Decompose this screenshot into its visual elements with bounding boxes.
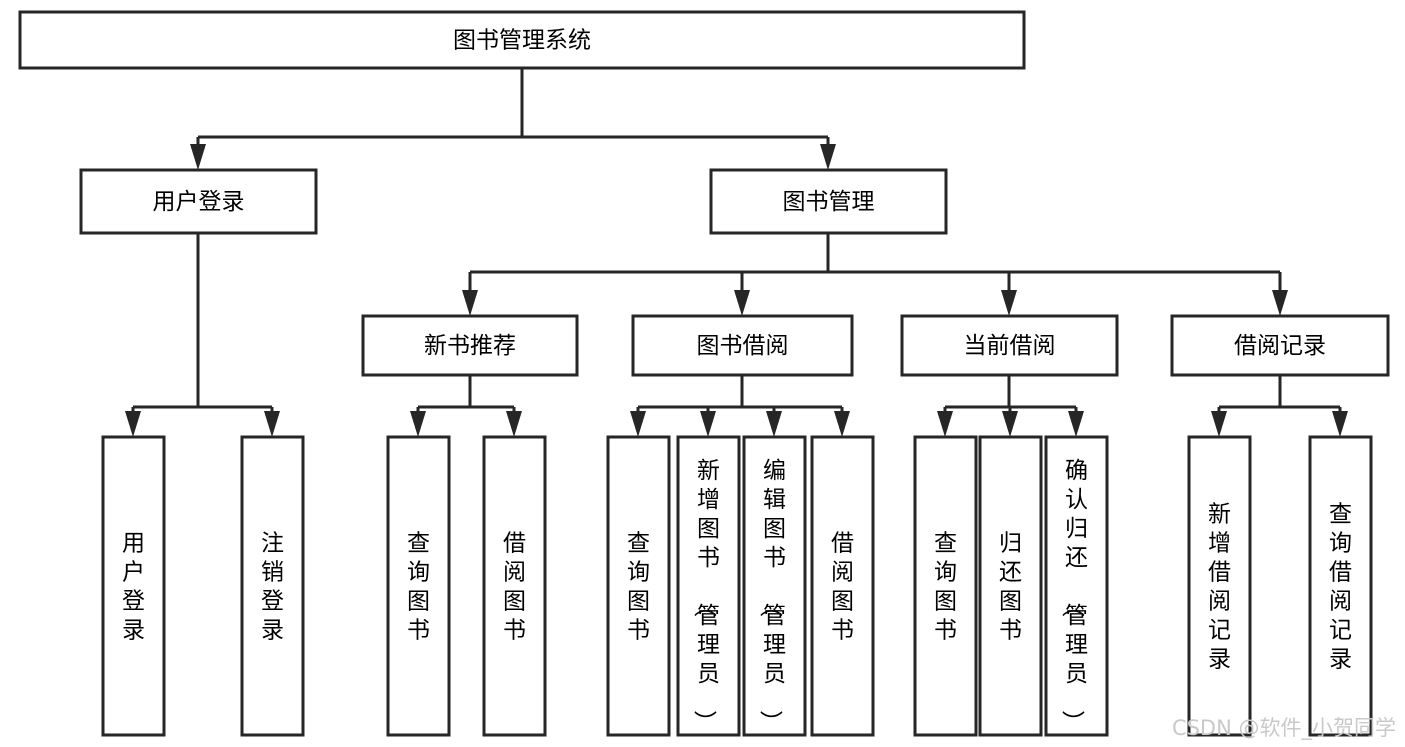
node-box[interactable]	[900, 314, 1119, 377]
node-box[interactable]	[386, 435, 451, 737]
arrow-head-icon	[937, 411, 953, 437]
arrow-head-icon	[410, 411, 426, 437]
arrow-head-icon	[734, 290, 750, 316]
arrow-head-icon	[630, 411, 646, 437]
leaf-node-归还图书[interactable]: 归还图书	[978, 435, 1043, 737]
arrow-head-icon	[1332, 411, 1348, 437]
level3-node-借阅记录[interactable]: 借阅记录	[1170, 314, 1390, 377]
arrow-head-icon	[820, 144, 836, 170]
node-label: 查询图书	[627, 531, 650, 644]
connector-group-current-bus	[937, 375, 1084, 437]
arrow-head-icon	[506, 411, 522, 437]
node-label: 借阅记录	[1234, 333, 1326, 359]
leaf-node-查询图书[interactable]: 查询图书	[913, 435, 978, 737]
node-box[interactable]	[631, 314, 854, 377]
arrow-head-icon	[834, 411, 850, 437]
node-label: 当前借阅	[964, 333, 1056, 359]
leaf-node-借阅图书[interactable]: 借阅图书	[482, 435, 547, 737]
node-label: 确认归还（管理员）	[1059, 458, 1088, 733]
level3-node-图书借阅[interactable]: 图书借阅	[631, 314, 854, 377]
node-box[interactable]	[482, 435, 547, 737]
node-label: 借阅图书	[503, 531, 526, 644]
node-label: 新书推荐	[424, 333, 516, 359]
leaf-node-查询图书[interactable]: 查询图书	[386, 435, 451, 737]
node-label: 注销登录	[261, 531, 284, 644]
root-node-图书管理系统[interactable]: 图书管理系统	[18, 10, 1026, 70]
node-label: 查询图书	[934, 531, 957, 644]
arrow-head-icon	[1211, 411, 1227, 437]
node-label: 用户登录	[153, 189, 245, 215]
arrow-head-icon	[700, 411, 716, 437]
csdn-watermark: CSDN @软件_小贺同学	[1172, 716, 1396, 741]
leaf-node-借阅图书[interactable]: 借阅图书	[810, 435, 875, 737]
node-label: 图书管理系统	[453, 28, 591, 54]
node-box[interactable]	[240, 435, 305, 737]
level2-node-图书管理[interactable]: 图书管理	[709, 168, 948, 235]
connector-group-newbook-bus	[410, 375, 522, 437]
node-box[interactable]	[742, 435, 807, 737]
arrow-head-icon	[264, 411, 280, 437]
node-box[interactable]	[1044, 435, 1109, 737]
connector-layer	[125, 68, 1348, 437]
leaf-node-注销登录[interactable]: 注销登录	[240, 435, 305, 737]
arrow-head-icon	[1272, 290, 1288, 316]
node-label: 新增图书（管理员）	[691, 458, 720, 733]
connector-group-books-bus	[462, 233, 1288, 316]
arrow-head-icon	[1068, 411, 1084, 437]
level3-node-新书推荐[interactable]: 新书推荐	[361, 314, 579, 377]
connector-group-login-bus	[125, 233, 280, 437]
node-label: 借阅图书	[831, 531, 854, 644]
node-box[interactable]	[913, 435, 978, 737]
node-box[interactable]	[18, 10, 1026, 70]
leaf-node-查询借阅记录[interactable]: 查询借阅记录	[1308, 435, 1373, 737]
leaf-node-确认归还管理员[interactable]: 确认归还（管理员）	[1044, 435, 1109, 737]
leaf-node-用户登录[interactable]: 用户登录	[101, 435, 166, 737]
node-label: 图书管理	[783, 189, 875, 215]
node-label: 归还图书	[999, 531, 1022, 644]
level3-node-当前借阅[interactable]: 当前借阅	[900, 314, 1119, 377]
connector-group-record-bus	[1211, 375, 1348, 437]
node-box[interactable]	[1308, 435, 1373, 737]
connector-group-root-bus	[190, 68, 836, 170]
leaf-node-新增图书管理员[interactable]: 新增图书（管理员）	[676, 435, 741, 737]
leaf-node-查询图书[interactable]: 查询图书	[606, 435, 671, 737]
node-label: 用户登录	[122, 531, 145, 644]
arrow-head-icon	[1002, 411, 1018, 437]
node-layer: 图书管理系统用户登录图书管理新书推荐图书借阅当前借阅借阅记录用户登录注销登录查询…	[18, 10, 1390, 737]
node-box[interactable]	[676, 435, 741, 737]
node-box[interactable]	[1187, 435, 1252, 737]
node-box[interactable]	[361, 314, 579, 377]
node-box[interactable]	[101, 435, 166, 737]
node-box[interactable]	[709, 168, 948, 235]
arrow-head-icon	[766, 411, 782, 437]
arrow-head-icon	[1001, 290, 1017, 316]
node-box[interactable]	[1170, 314, 1390, 377]
node-box[interactable]	[79, 168, 318, 235]
level2-node-用户登录[interactable]: 用户登录	[79, 168, 318, 235]
arrow-head-icon	[190, 144, 206, 170]
arrow-head-icon	[462, 290, 478, 316]
node-label: 查询图书	[407, 531, 430, 644]
connector-group-borrow-bus	[630, 375, 850, 437]
node-box[interactable]	[810, 435, 875, 737]
node-label: 图书借阅	[697, 333, 789, 359]
node-label: 编辑图书（管理员）	[757, 458, 786, 733]
node-box[interactable]	[606, 435, 671, 737]
node-label: 新增借阅记录	[1208, 502, 1231, 673]
leaf-node-编辑图书管理员[interactable]: 编辑图书（管理员）	[742, 435, 807, 737]
leaf-node-新增借阅记录[interactable]: 新增借阅记录	[1187, 435, 1252, 737]
arrow-head-icon	[125, 411, 141, 437]
node-box[interactable]	[978, 435, 1043, 737]
node-label: 查询借阅记录	[1329, 502, 1352, 673]
